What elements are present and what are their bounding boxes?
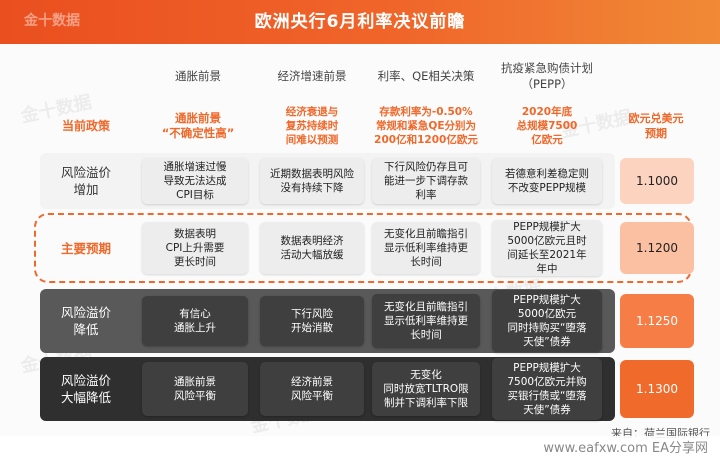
footer-site: www.eafxw.com EA分享网 [543, 441, 708, 456]
cell-r1-pepp: 若德意利差稳定则 不改变PEPP规模 [492, 158, 602, 204]
cell-r3-pepp: PEPP规模扩大 5000亿欧元 同时持购买“堕落 天使”债券 [492, 290, 602, 352]
column-header-growth-text: 经济增速前景 [277, 69, 347, 83]
eur-usd-header: 欧元兑美元 预期 [628, 112, 684, 140]
column-header-rates-text: 利率、QE相关决策 [377, 69, 475, 83]
eur-value-3: 1.1250 [620, 294, 694, 348]
cell-r4-growth: 经济前景 风险平衡 [260, 362, 364, 416]
column-header-growth: 经济增速前景 [262, 52, 362, 100]
row-label-2: 主要预期 [60, 240, 111, 256]
cell-r4-pepp: PEPP规模扩大 7500亿欧元并购 买银行债或“堕落 天使”债券 [492, 358, 602, 420]
cell-r2-growth: 数据表明经济 活动大幅放缓 [260, 222, 364, 274]
column-header-rates: 利率、QE相关决策 [372, 52, 480, 100]
cell-r1-inflation: 通胀增速过慢 导致无法达成 CPI目标 [142, 158, 248, 204]
policy-rates: 存款利率为-0.50% 常规和紧急QE分别为 200亿和1200亿欧元 [374, 106, 478, 146]
policy-pepp: 2020年底 总规模7500 亿欧元 [516, 106, 578, 146]
row-label-3: 风险溢价 降低 [60, 305, 111, 337]
policy-growth: 经济衰退与 复苏持续时 间难以预测 [285, 106, 339, 146]
column-header-inflation: 通胀前景 [175, 69, 221, 83]
cell-r3-growth: 下行风险 开始消散 [260, 296, 364, 346]
cell-r3-rates: 无变化且前瞻指引 显示低利率维持更 长时间 [372, 294, 480, 348]
row-label-4: 风险溢价 大幅降低 [60, 373, 111, 405]
eur-value-4: 1.1300 [620, 360, 694, 418]
row-label-1: 风险溢价 增加 [60, 165, 111, 197]
cell-r1-growth: 近期数据表明风险 没有持续下降 [260, 158, 364, 204]
cell-r1-rates: 下行风险仍存且可 能进一步下调存款 利率 [372, 158, 480, 204]
column-header-pepp-text: 抗疫紧急购债计划（PEPP） [501, 61, 593, 91]
cell-r3-inflation: 有信心 通胀上升 [142, 296, 248, 346]
column-header-pepp: 抗疫紧急购债计划（PEPP） [488, 52, 606, 100]
cell-r4-rates: 无变化 同时放宽TLTRO限 制并下调利率下限 [372, 362, 480, 416]
footer-bar [0, 436, 720, 458]
cell-r2-pepp: PEPP规模扩大 5000亿欧元且时 间延长至2021年 年中 [492, 220, 602, 276]
row-label-current-policy: 当前政策 [61, 118, 110, 133]
eur-value-1: 1.1000 [620, 158, 694, 204]
cell-r2-rates: 无变化且前瞻指引 显示低利率维持更 长时间 [372, 222, 480, 274]
cell-r4-inflation: 通胀前景 风险平衡 [142, 362, 248, 416]
policy-inflation: 通胀前景 “不确定性高” [161, 111, 235, 140]
chart-title: 欧洲央行6月利率决议前瞻 [254, 12, 466, 32]
title-watermark: 金十数据 [24, 13, 80, 29]
cell-r2-inflation: 数据表明 CPI上升需要 更长时间 [142, 222, 248, 274]
title-bar [0, 0, 720, 44]
eur-value-2: 1.1200 [620, 222, 694, 274]
